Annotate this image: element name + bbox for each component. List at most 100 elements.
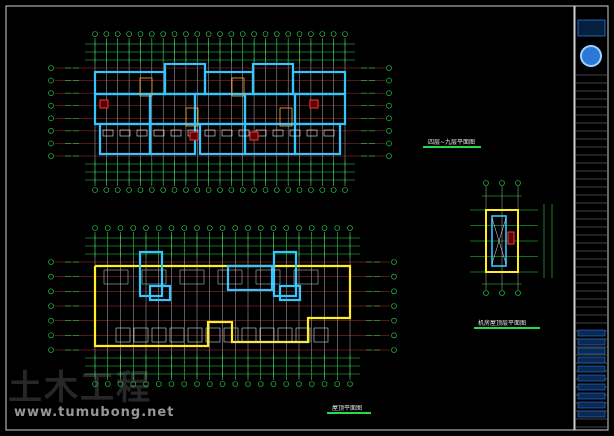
bottom-plan-axis-bubble [181,225,188,231]
bottom-plan-axis-bubble [48,288,54,295]
bottom-plan-axis-bubble [206,225,213,231]
top-plan-axis-bubble [160,31,166,37]
bottom-plan-axis-bubble [308,225,315,231]
title-block-cell [577,338,606,346]
top-plan-wall [93,92,152,126]
top-plan-axis-bubble [194,31,201,37]
top-plan-axis-bubble [149,187,155,193]
bottom-plan-axis-bubble [48,332,54,339]
top-plan-wall [98,122,152,156]
top-plan-axis-bubble [217,31,223,37]
bottom-plan-axis-bubble [219,381,226,387]
bottom-plan-axis-bubble [155,225,162,231]
top-plan-furniture [119,129,131,137]
bottom-plan-wall [148,284,172,302]
top-plan-wall [148,92,197,126]
top-plan-axis-bubble [205,187,212,193]
top-plan-accent [189,131,199,141]
top-plan-axis-bubble [48,77,54,84]
title-block-header [577,19,606,37]
bottom-plan-axis-bubble [143,381,149,387]
top-plan-wall [148,122,197,156]
bottom-plan-axis-bubble [206,381,213,387]
bottom-plan-axis-bubble [391,303,397,309]
top-plan-axis-bubble [103,31,110,37]
small-plan-diagonal [491,217,507,265]
bottom-plan-panel [313,327,329,343]
top-plan-axis-bubble [386,140,392,147]
top-plan-furniture [238,129,250,137]
bottom-plan-panel [133,327,149,343]
bottom-plan-axis-bubble [168,381,175,387]
bottom-plan-axis-bubble [321,381,328,387]
bottom-plan-axis-bubble [48,303,54,309]
bottom-plan-axis-bubble [391,273,397,280]
bottom-plan-panel [241,327,257,343]
bottom-plan-axis-bubble [257,381,264,387]
watermark-logo-text: 土木工程 [8,368,152,408]
bottom-plan-axis-bubble [130,381,137,387]
top-plan-axis-bubble [285,187,291,193]
top-plan-axis-bubble [296,187,303,193]
bottom-plan-panel [115,327,131,343]
title-block-cell [577,374,606,382]
top-plan-axis-bubble [137,187,144,193]
bottom-plan-axis-bubble [181,381,188,387]
bottom-plan-axis-bubble [296,225,302,231]
top-plan-axis-bubble [114,187,121,193]
top-plan-furniture [204,129,216,137]
drawing-border [5,5,575,431]
top-plan-axis-bubble [308,187,314,193]
bottom-plan-axis-bubble [194,225,200,231]
top-plan-furniture [102,129,114,137]
top-plan-axis-bubble [48,153,54,159]
top-plan-axis-bubble [386,77,392,84]
bottom-plan-panel [205,327,221,343]
title-block-cell [577,365,606,373]
bottom-plan-axis-bubble [391,259,397,265]
plan-label-top-underline [423,146,481,148]
bottom-plan-axis-bubble [104,225,111,231]
top-plan-axis-bubble [137,31,144,37]
small-plan-axis-bubble [499,180,505,186]
bottom-plan-axis-bubble [219,225,226,231]
top-plan-furniture [289,129,301,137]
top-plan-axis-bubble [330,31,337,37]
bottom-plan-axis-bubble [321,225,328,231]
bottom-plan-panel [259,327,275,343]
title-block-logo [580,45,602,67]
top-plan-axis-bubble [48,115,54,122]
top-plan-wall [198,122,247,156]
top-plan-axis-bubble [386,65,392,71]
top-plan-axis-bubble [103,187,110,193]
top-plan-axis-bubble [160,187,166,193]
top-plan-axis-bubble [217,187,223,193]
bottom-plan-axis-bubble [334,381,341,387]
bottom-plan-panel [169,327,185,343]
bottom-plan-axis-bubble [391,332,397,339]
top-plan-axis-bubble [251,187,257,193]
title-block-cell [577,347,606,355]
bottom-plan-axis-bubble [245,381,251,387]
plan-label-top: 四层~九层平面图 [428,139,476,146]
plan-label-small-underline [474,327,540,329]
bottom-plan-panel [277,327,293,343]
bottom-plan-axis-bubble [232,381,239,387]
plan-label-bottom-underline [327,412,371,414]
top-plan-axis-bubble [386,102,392,109]
top-plan-accent [99,99,109,109]
bottom-plan-panel [223,327,239,343]
top-plan-axis-bubble [205,31,212,37]
title-block-cell [577,383,606,391]
top-plan-axis-bubble [126,187,132,193]
top-plan-axis-bubble [386,115,392,122]
top-plan-axis-bubble [194,187,201,193]
bottom-plan-panel [217,269,243,285]
top-plan-stair [231,77,245,97]
top-plan-axis-bubble [308,31,314,37]
title-block-cell [577,392,606,400]
top-plan-wall [291,70,347,96]
top-plan-axis-bubble [48,65,54,71]
bottom-plan-wall [278,284,302,302]
bottom-plan-panel [255,269,281,285]
